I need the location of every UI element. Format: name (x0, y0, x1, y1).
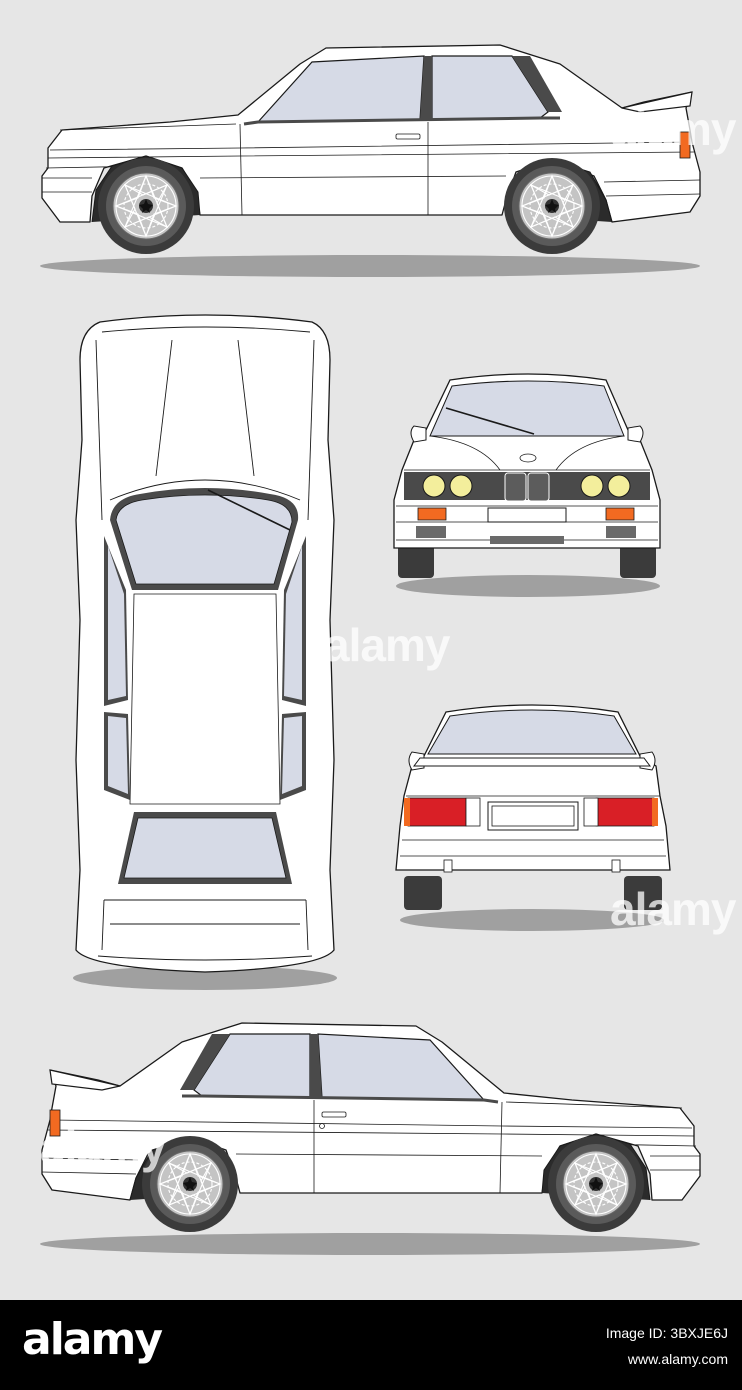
left-side-view (40, 44, 701, 277)
front-view (393, 373, 661, 597)
footer-logo: alamy (22, 1314, 163, 1365)
blueprint-stage: alamy alamy alamy alamy (40, 44, 736, 1255)
image-id-label: Image ID: 3BXJE6J (605, 1325, 728, 1341)
footer-info: Image ID: 3BXJE6J www.alamy.com (606, 1320, 728, 1372)
top-view (73, 314, 337, 990)
site-url: www.alamy.com (627, 1351, 728, 1367)
rear-view (395, 704, 671, 931)
right-side-view (40, 1022, 701, 1255)
footer-bar: alamy Image ID: 3BXJE6J www.alamy.com (0, 1300, 742, 1390)
